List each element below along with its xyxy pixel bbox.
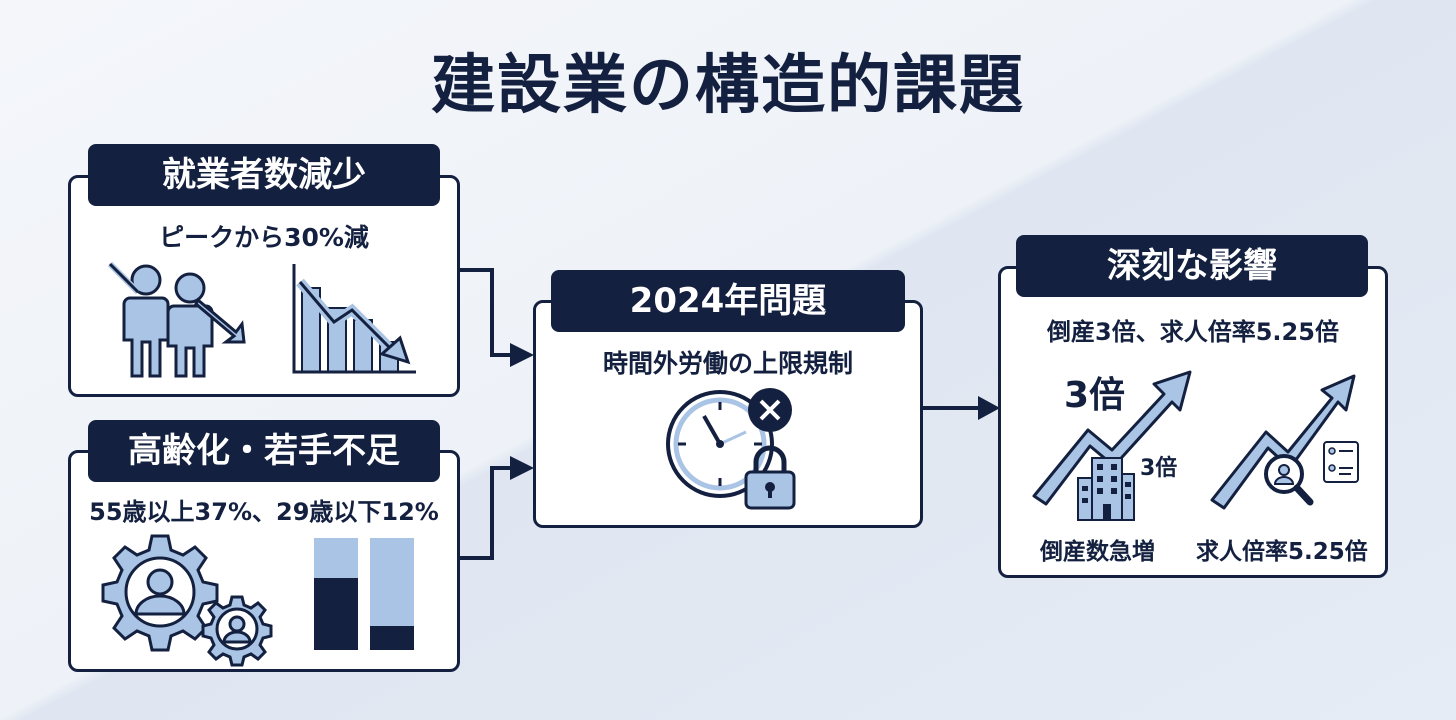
young-gear-icon [201,595,273,667]
page-title: 建設業の構造的課題 [431,49,1025,123]
problem2024-subtitle: 時間外労働の上限規制 [602,349,853,378]
impact-title: 深刻な影響 [1016,235,1368,297]
workforce-title: 就業者数減少 [88,144,440,206]
impact-left-caption: 倒産数急増 [1040,539,1155,565]
problem2024-title: 2024年問題 [551,270,905,332]
rising-arrow-icon [1032,370,1192,506]
arrow-workforce-to-2024 [458,268,512,357]
arrow-aging-to-2024 [458,466,512,560]
workforce-subtitle: ピークから30%減 [159,223,369,252]
cancel-badge-icon [748,388,792,432]
impact-subtitle: 倒産3倍、求人倍率5.25倍 [1047,318,1339,346]
elderly-gear-icon [101,534,219,652]
padlock-icon [744,445,796,510]
impact-right-caption: 求人倍率5.25倍 [1196,539,1368,565]
impact-big-label: 3倍 [1064,375,1126,416]
aging-subtitle: 55歳以上37%、29歳以下12% [89,498,439,526]
clock-icon [666,390,774,498]
age-ratio-bars-icon [314,538,414,650]
magnifier-person-icon [1210,374,1356,510]
resume-card-icon [1323,441,1359,483]
people-decline-icon [107,261,246,378]
declining-bar-chart-icon [292,264,416,374]
office-building-icon [1077,457,1135,521]
impact-small-label: 3倍 [1140,456,1178,481]
aging-title: 高齢化・若手不足 [88,420,440,482]
